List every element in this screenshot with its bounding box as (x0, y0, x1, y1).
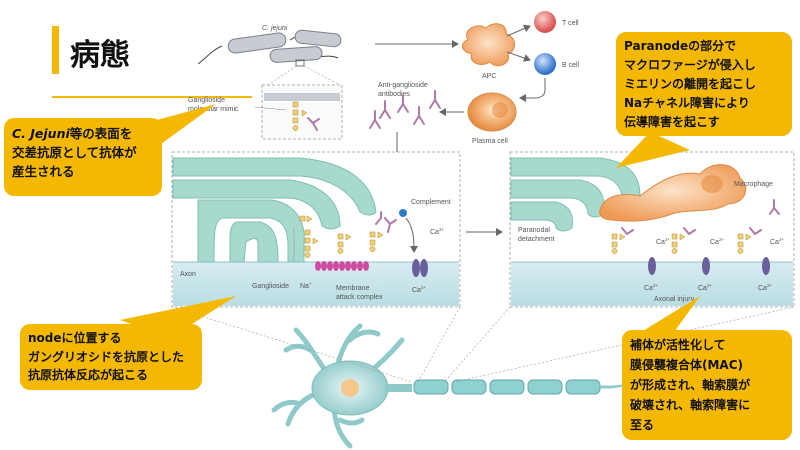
c-jejuni-bacteria (197, 29, 342, 67)
complement-dot (399, 209, 407, 217)
callout-paranode: Paranodeの部分で マクロファージが侵入し ミエリンの離開を起こし Naチ… (616, 32, 792, 136)
na-label: Na+ (300, 281, 312, 290)
apc-cell (462, 23, 515, 67)
callout-jejuni: C. Jejuni等の表面を 交差抗原として抗体が 産生される (4, 118, 162, 196)
svg-text:Ca2+: Ca2+ (710, 237, 724, 246)
ca-label-bottom: Ca2+ (412, 285, 426, 294)
plasma-cell (467, 92, 517, 132)
svg-text:Ca2+: Ca2+ (656, 237, 670, 246)
callout-node: nodeに位置する ガングリオシドを抗原とした 抗原抗体反応が起こる (20, 324, 202, 390)
anti-ganglioside-antibodies (369, 90, 441, 129)
svg-text:Ca2+: Ca2+ (770, 237, 784, 246)
ganglioside-label: Ganglioside (252, 283, 289, 290)
apc-label: APC (482, 73, 496, 80)
ganglioside-mimic-label: Ganglioside molecular mimic (188, 97, 239, 113)
svg-text:Ca2+: Ca2+ (758, 283, 772, 292)
arrow-b-to-plasma (519, 78, 546, 102)
membrane-attack-complex-label: Membrane attack complex (336, 285, 383, 301)
paranodal-detachment-label: Paranodal detachment (518, 227, 555, 243)
title-underline (52, 96, 252, 98)
callout-paranode-tail (616, 132, 690, 168)
anti-ganglioside-label: Anti-ganglioside antibodies (378, 82, 430, 98)
na-channels (315, 261, 369, 271)
guide-line-mid (417, 306, 461, 383)
glycan-mimic (292, 101, 308, 131)
complement-label: Complement (411, 199, 451, 206)
ca-label-top: Ca2+ (430, 227, 444, 236)
guide-line-right-a (445, 306, 511, 381)
axon-label: Axon (180, 271, 196, 278)
axonal-injury-label: Axonal injury (654, 296, 695, 303)
arrow-apc-to-b (506, 51, 531, 62)
mac-pores-right (648, 257, 770, 275)
plasma-cell-label: Plasma cell (472, 138, 508, 145)
svg-text:Ca2+: Ca2+ (698, 283, 712, 292)
title-accent-bar (52, 26, 59, 74)
b-cell (534, 53, 556, 75)
gangliosides-right (611, 233, 752, 254)
membrane-attack-complex (412, 259, 428, 277)
arrow-apc-to-t (506, 24, 531, 37)
page-title: 病態 (70, 38, 130, 73)
gangliosides-left (299, 215, 384, 258)
guide-line-left (171, 306, 413, 383)
callout-mac: 補体が活性化して 膜侵襲複合体(MAC) が形成され、軸索膜が 破壊され、軸索障… (622, 330, 792, 440)
myelin-loops-left (172, 157, 377, 263)
t-cell-label: T cell (562, 20, 579, 27)
bound-antibodies-right (621, 199, 780, 235)
bound-antibody-mimic (307, 117, 320, 131)
t-cell (534, 11, 556, 33)
bound-antibodies-left (375, 211, 397, 233)
title-block: 病態 (0, 8, 252, 98)
macrophage-label: Macrophage (734, 181, 773, 188)
b-cell-label: B cell (562, 62, 580, 69)
c-jejuni-label: C. jejuni (262, 25, 288, 32)
callout-jejuni-italic: C. Jejuni (12, 126, 70, 141)
ca-labels-right: Ca2+ Ca2+ Ca2+ Ca2+ Ca2+ Ca2+ (644, 237, 784, 292)
svg-text:Ca2+: Ca2+ (644, 283, 658, 292)
